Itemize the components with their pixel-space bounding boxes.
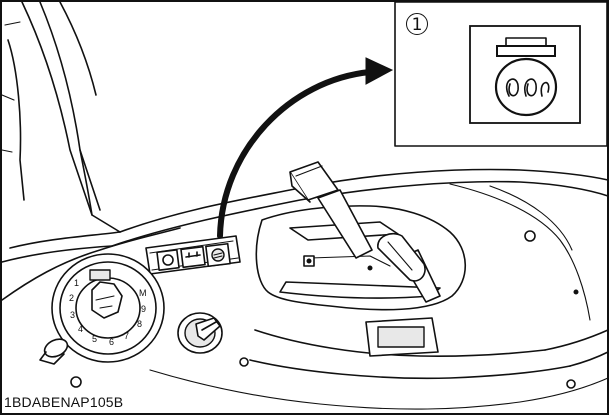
secondary-lever: [377, 232, 441, 303]
key-switch: [177, 312, 223, 354]
main-shift-lever: [289, 161, 373, 259]
throttle-knob: [39, 338, 82, 388]
callout-box: [394, 1, 608, 147]
svg-text:5: 5: [92, 334, 97, 344]
figure-caption: 1BDABENAP105B: [4, 394, 124, 410]
range-selector-dial: 1 2 3 4 5 6 7 8 9 M: [51, 253, 165, 363]
svg-text:2: 2: [69, 293, 74, 303]
switch-panel: [145, 235, 241, 275]
switch-battery: [180, 245, 206, 269]
callout-number: 1: [406, 13, 428, 35]
svg-text:M: M: [139, 288, 147, 298]
svg-text:4: 4: [78, 324, 83, 334]
lower-panel: [1, 227, 609, 410]
svg-text:9: 9: [141, 304, 146, 314]
dial-labels: 1 2 3 4 5 6 7 8 9 M: [69, 278, 147, 347]
svg-text:3: 3: [70, 310, 75, 320]
lower-rocker-switch: [365, 317, 439, 357]
svg-text:8: 8: [137, 319, 142, 329]
dashboard-console: [1, 168, 609, 321]
cab-pillar: [1, 1, 121, 233]
glow-plug-indicator-icon: [494, 37, 558, 117]
svg-text:7: 7: [124, 331, 129, 341]
svg-text:1: 1: [74, 278, 79, 288]
svg-text:6: 6: [109, 337, 114, 347]
